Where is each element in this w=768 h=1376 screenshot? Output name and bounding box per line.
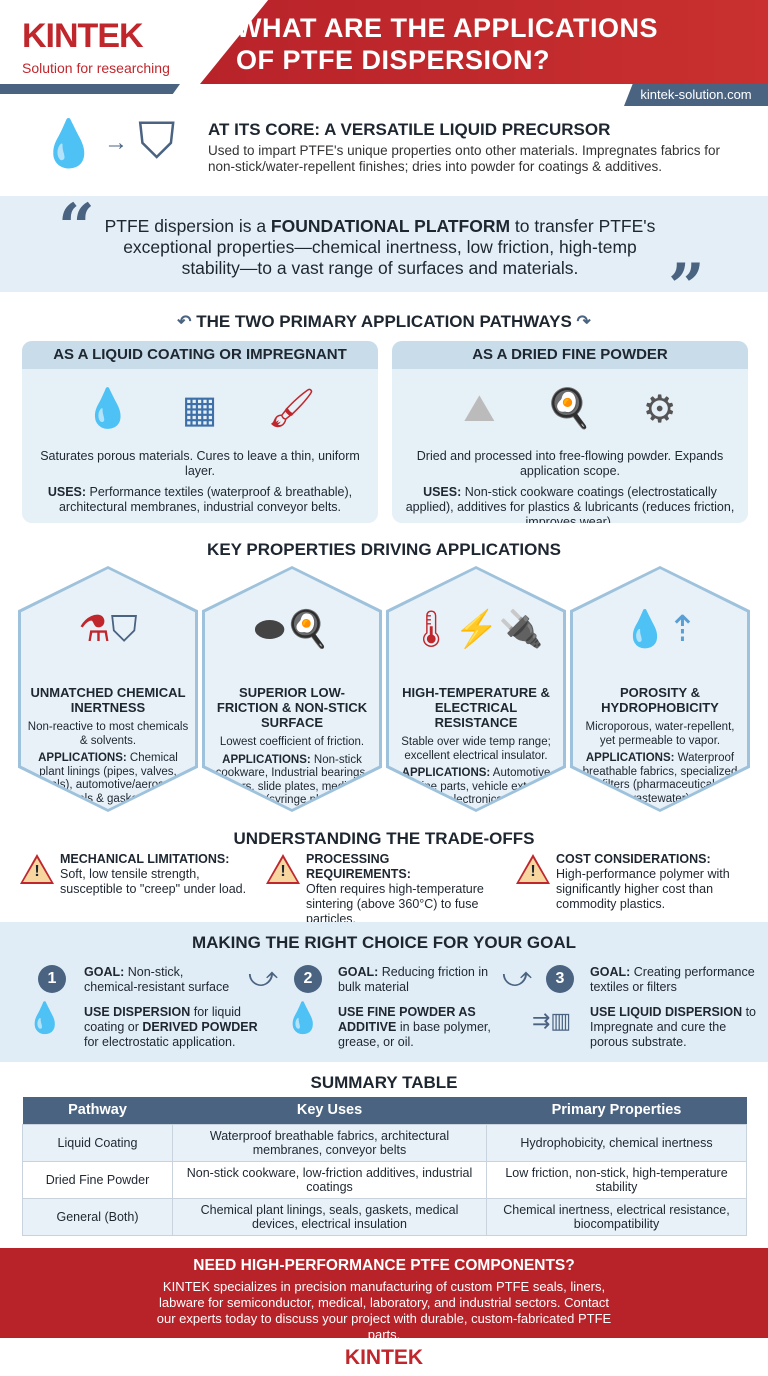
property-title: SUPERIOR LOW-FRICTION & NON-STICK SURFAC… [216,685,368,730]
tradeoffs-heading: UNDERSTANDING THE TRADE-OFFS [233,829,535,848]
header-banner [200,0,768,84]
pathways-heading: ↶ THE TWO PRIMARY APPLICATION PATHWAYS ↷ [177,312,591,331]
card-uses: USES: Performance textiles (waterproof &… [47,485,353,514]
kintek-logo: KINTEK [22,17,144,55]
sliding-puck-icon: ⬬ [254,608,285,649]
goal-use: USE DISPERSION for liquid coating or DER… [84,1005,258,1049]
arrow-right-icon: → [104,129,128,156]
core-text: Used to impart PTFE's unique properties … [208,143,721,174]
thermometer-icon: 🌡 [408,608,455,649]
property-title: UNMATCHED CHEMICAL INERTNESS [30,685,186,715]
property-desc: Lowest coefficient of friction. [219,736,365,748]
quote-text: PTFE dispersion is a FOUNDATIONAL PLATFO… [104,216,656,278]
step-number: 3 [546,965,574,993]
footer-cta: NEED HIGH-PERFORMANCE PTFE COMPONENTS? K… [0,1248,768,1342]
goal-text: GOAL: Creating performance textiles or f… [590,965,755,994]
gear-icon: ⚙ [642,388,677,431]
website-url[interactable]: kintek-solution.com [624,84,768,106]
shield-check-icon: ⛉ [110,608,138,649]
lightning-icon: ⚡ [454,608,499,649]
quote-band [0,196,768,292]
oil-drop-icon: 💧 [284,1002,322,1035]
goal-band [0,922,768,1062]
shield-icon: ⛉ [138,113,176,169]
step-number: 1 [38,965,66,993]
powder-pile-icon: ⛰ [463,387,496,430]
property-title: POROSITY & HYDROPHOBICITY [601,685,719,715]
footer-text: KINTEK specializes in precision manufact… [156,1279,612,1342]
tradeoff-processing: PROCESSING REQUIREMENTS:Often requires h… [306,852,484,926]
curved-arrow-icon: ⤻ [502,961,532,992]
goal-use: USE LIQUID DISPERSION to Impregnate and … [590,1005,757,1049]
close-quote-icon: ” [668,250,705,325]
property-high-temp-electrical: 🌡⚡🔌 HIGH-TEMPERATURE & ELECTRICAL RESIST… [386,566,566,812]
property-apps: APPLICATIONS: Waterproof breathable fabr… [582,752,738,805]
paint-roller-icon: 🖌 [267,388,316,430]
frying-pan-icon: 🍳 [545,388,593,430]
property-chemical-inertness: ⚗⛉ UNMATCHED CHEMICAL INERTNESS Non-reac… [18,566,198,812]
core-heading: AT ITS CORE: A VERSATILE LIQUID PRECURSO… [208,120,611,139]
property-desc: Microporous, water-repellent, yet permea… [585,721,735,747]
property-apps: APPLICATIONS: Chemical plant linings (pi… [27,752,189,805]
table-row: General (Both)Chemical plant linings, se… [22,1197,747,1236]
pathway-card-powder: AS A DRIED FINE POWDER ⛰ 🍳 ⚙ Dried and pro… [392,341,748,523]
footer-logo: KINTEK [344,1346,424,1369]
warning-icon: ! [516,854,550,884]
property-apps: APPLICATIONS: Automotive engine parts, v… [398,767,554,820]
flask-icon: ⚗ [78,608,111,649]
goal-use: USE FINE POWDER AS ADDITIVE in base poly… [338,1005,491,1049]
card-uses: USES: Non-stick cookware coatings (elect… [405,485,735,523]
goal-text: GOAL: Reducing friction in bulk material [338,965,489,994]
card-desc: Dried and processed into free-flowing po… [416,449,724,478]
footer-heading: NEED HIGH-PERFORMANCE PTFE COMPONENTS? [193,1257,575,1274]
cable-icon: 🔌 [498,608,544,649]
water-drop-icon: 💧 [40,117,98,169]
property-desc: Non-reactive to most chemicals & solvent… [27,721,189,747]
goal-text: GOAL: Non-stick, chemical-resistant surf… [84,965,230,994]
frying-pan-icon: 🍳 [284,608,330,649]
property-porosity: 💧⇡ POROSITY & HYDROPHOBICITY Microporous… [570,566,750,812]
pathway-card-liquid: AS A LIQUID COATING OR IMPREGNANT 💧 ▦ 🖌 Sa… [22,341,378,523]
curved-arrow-icon: ⤻ [248,961,278,992]
porous-membrane-icon: 💧⇡ [622,608,698,649]
coating-surface-icon: 💧 [26,1002,64,1035]
open-quote-icon: “ [58,190,95,265]
tradeoff-mechanical: MECHANICAL LIMITATIONS:Soft, low tensile… [60,852,247,896]
summary-heading: SUMMARY TABLE [310,1073,458,1092]
properties-heading: KEY PROPERTIES DRIVING APPLICATIONS [207,540,561,559]
fabric-mesh-icon: ▦ [181,388,218,431]
property-title: HIGH-TEMPERATURE & ELECTRICAL RESISTANCE [402,685,550,730]
card-title: AS A LIQUID COATING OR IMPREGNANT [22,341,378,369]
property-desc: Stable over wide temp range; excellent e… [401,736,551,762]
tradeoff-cost: COST CONSIDERATIONS:High-performance pol… [556,852,730,911]
header-stripe [0,84,180,94]
warning-icon: ! [20,854,54,884]
warning-icon: ! [266,854,300,884]
logo-tagline: Solution for researching [22,60,170,76]
goals-heading: MAKING THE RIGHT CHOICE FOR YOUR GOAL [191,933,577,952]
property-apps: APPLICATIONS: Non-stick cookware, Indust… [215,753,369,807]
property-low-friction: ⬬🍳 SUPERIOR LOW-FRICTION & NON-STICK SUR… [202,566,382,812]
filter-membrane-icon: ⇉▥ [532,1008,572,1033]
step-number: 2 [294,965,322,993]
card-desc: Saturates porous materials. Cures to lea… [40,449,360,478]
drop-icon: 💧 [84,388,132,430]
card-title: AS A DRIED FINE POWDER [392,341,748,369]
